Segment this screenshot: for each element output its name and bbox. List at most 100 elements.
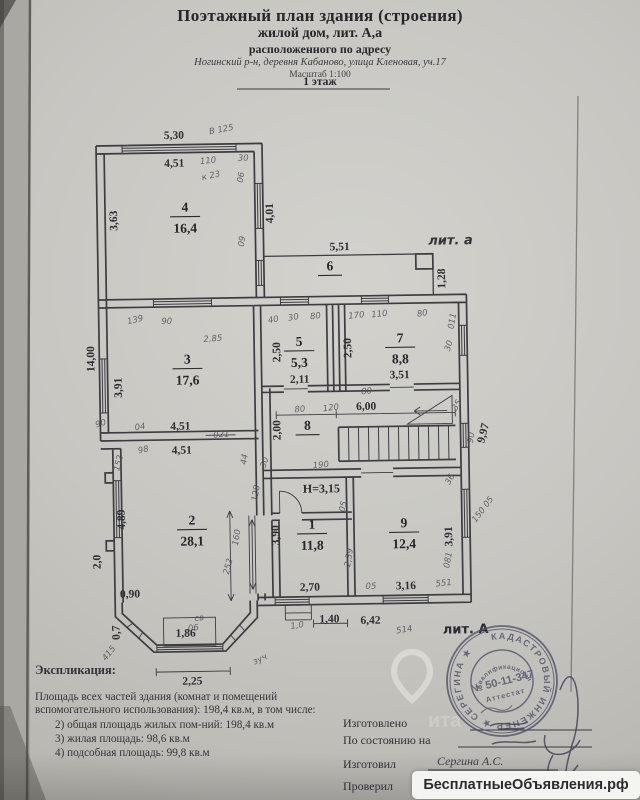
- stair-tread: [357, 426, 360, 461]
- paper-fold-line: [570, 95, 579, 693]
- handwritten-annotation: 44: [239, 453, 251, 465]
- dim-label: 1,40: [319, 613, 340, 625]
- plan-details: [126, 386, 456, 677]
- room-area: 28,1: [180, 533, 204, 548]
- handwritten-annotation: 80: [294, 404, 306, 415]
- veranda-walls: [263, 253, 435, 295]
- stair-tread: [347, 427, 350, 462]
- dim-label: 3,16: [396, 580, 417, 592]
- room-number: 4: [181, 200, 188, 215]
- handwritten-annotation: 40: [267, 314, 280, 326]
- stair-tread: [387, 426, 390, 461]
- dim-label: 2,70: [300, 582, 321, 594]
- dim-label: 6,42: [360, 615, 381, 627]
- dim-label: 14,00: [85, 346, 97, 372]
- dim-label: 2,25: [182, 675, 203, 687]
- dim-label: 3,63: [108, 210, 120, 231]
- window: [254, 182, 264, 230]
- explication-item: 4) подсобная площадь: 99,8 кв.м: [55, 747, 210, 759]
- room-number: 1: [308, 517, 315, 532]
- window: [360, 294, 390, 305]
- stair-tread: [377, 426, 380, 461]
- window: [121, 143, 237, 155]
- explication-item: 3) жилая площадь: 98,6 кв.м: [55, 733, 190, 745]
- handwritten-annotation: 05: [338, 500, 350, 513]
- floor-label: 1 этаж: [303, 76, 337, 88]
- handwritten-annotation: 514: [396, 624, 414, 636]
- stair-tread: [437, 425, 440, 460]
- handwritten-annotation: 90: [94, 418, 107, 431]
- handwritten-annotation: 170: [348, 310, 365, 322]
- photo-watermark-text: ита: [428, 710, 462, 732]
- dim-label: 2,0: [91, 555, 103, 570]
- window: [255, 259, 265, 287]
- handwritten-annotation: 30: [259, 456, 272, 470]
- explication-item: 2) общая площадь жилых пом-ний: 198,4 кв…: [55, 719, 275, 731]
- dim-label: 3,90: [270, 525, 282, 546]
- address-line: Ногинский р-н, деревня Кабаново, улица К…: [194, 57, 446, 68]
- page-title: Поэтажный план здания (строения): [177, 6, 463, 25]
- handwritten-annotation: 06: [188, 623, 200, 634]
- dim-label: 0,90: [120, 588, 141, 600]
- handwritten-annotation: 80: [361, 386, 373, 397]
- handwritten-annotation: 252: [222, 557, 236, 575]
- handwritten-annotation: к 23: [201, 169, 221, 183]
- handwritten-annotation: 90: [161, 317, 172, 327]
- dim-label: 3,51: [389, 369, 410, 381]
- as-of-label: По состоянию на: [343, 733, 431, 747]
- checked-label: Проверил: [343, 779, 393, 793]
- page-subtitle: жилой дом, лит. А,а: [257, 26, 383, 41]
- dim-label: 4,51: [172, 445, 193, 457]
- made-label: Изготовлено: [343, 716, 408, 730]
- stair-tread: [427, 425, 430, 460]
- dim-label: 1,28: [436, 268, 448, 289]
- window: [382, 594, 429, 605]
- handwritten-annotation: 09: [237, 235, 249, 247]
- dim-label: 9,97: [475, 422, 492, 445]
- dim-label: 5,51: [329, 241, 350, 253]
- plan-walls: [95, 142, 473, 654]
- scale-label: Масштаб 1:100: [289, 70, 351, 80]
- explication-heading: Экспликация:: [35, 663, 116, 677]
- handwritten-annotation: 30: [238, 154, 249, 164]
- handwritten-annotation: 011: [447, 312, 459, 330]
- room-number: 3: [184, 352, 191, 367]
- window: [279, 296, 310, 306]
- handwritten-annotation: 150 05: [470, 495, 496, 525]
- room-area: 16,4: [173, 220, 197, 235]
- dim-label: 1,86: [176, 628, 197, 640]
- handwritten-annotation: 139: [126, 314, 144, 327]
- window: [458, 324, 468, 356]
- window: [460, 488, 471, 538]
- window: [274, 596, 310, 606]
- room-number: 5: [296, 334, 303, 349]
- handwritten-annotation: 415: [100, 644, 118, 663]
- window: [156, 643, 224, 653]
- dim-label: 2,50: [342, 338, 354, 359]
- page-edge-line: [25, 0, 32, 800]
- handwritten-annotation: 36: [444, 472, 458, 487]
- window: [152, 297, 213, 308]
- handwritten-annotation: 04: [134, 422, 146, 434]
- map-pin-icon: [390, 648, 434, 705]
- room-area: 17,6: [176, 372, 200, 387]
- room-number: 6: [326, 258, 333, 273]
- site-watermark: БесплатныеОбъявления.рф: [412, 771, 640, 799]
- handwritten-annotation: 120: [322, 402, 339, 414]
- photo-watermark: ита: [390, 648, 462, 732]
- made-by-label: Изготовил: [343, 757, 397, 771]
- handwritten-annotation: 110: [371, 309, 388, 321]
- stair-tread: [447, 425, 450, 460]
- dim-label: 4,89: [116, 509, 128, 530]
- dim-label: 6,00: [356, 401, 377, 413]
- handwritten-annotation: 98: [137, 444, 150, 456]
- dim-label: 5,30: [164, 130, 185, 142]
- corner-shadow: [0, 0, 16, 28]
- handwritten-annotation: 80: [310, 311, 322, 322]
- dim-label: 0,7: [111, 625, 123, 640]
